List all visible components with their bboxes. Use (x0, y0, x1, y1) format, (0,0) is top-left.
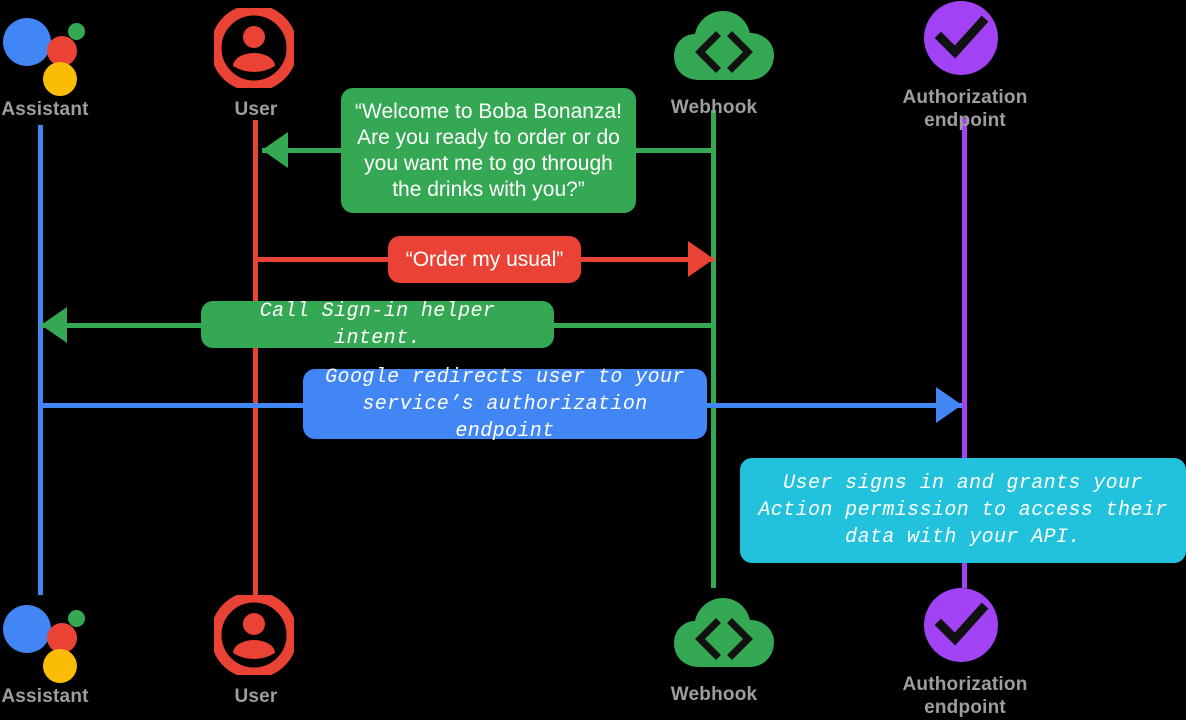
message-bubble-order: “Order my usual” (388, 236, 581, 283)
google-assistant-icon (3, 8, 87, 96)
assistant-dot-green (68, 610, 85, 627)
actor-label-webhook: Webhook (670, 684, 758, 705)
google-assistant-icon (3, 595, 87, 683)
arrowhead-welcome (262, 132, 288, 168)
lifeline-auth (962, 118, 967, 588)
assistant-dot-red (47, 36, 77, 66)
actor-label-user: User (234, 99, 278, 120)
actor-assistant-top: Assistant (0, 8, 145, 121)
assistant-dot-blue (3, 605, 51, 653)
actor-assistant-bottom: Assistant (0, 595, 145, 708)
cloud-code-icon (672, 595, 774, 671)
lifeline-assistant (38, 125, 43, 595)
assistant-dot-yellow (43, 649, 77, 683)
assistant-dot-blue (3, 18, 51, 66)
check-circle-icon (923, 0, 1007, 76)
arrowhead-signin (41, 307, 67, 343)
actor-webhook-top: Webhook (614, 8, 814, 119)
actor-label-assistant: Assistant (1, 99, 89, 120)
message-bubble-welcome: “Welcome to Boba Bonanza! Are you ready … (341, 88, 636, 213)
user-avatar-icon (214, 8, 298, 92)
actor-label-user: User (234, 686, 278, 707)
actor-webhook-bottom: Webhook (614, 595, 814, 706)
message-bubble-signin: Call Sign-in helper intent. (201, 300, 554, 350)
actor-auth-top: Authorization endpoint (865, 0, 1065, 132)
message-bubble-redirect: Google redirects user to your service’s … (303, 366, 707, 443)
user-avatar-icon (214, 595, 298, 679)
actor-label-assistant: Assistant (1, 686, 89, 707)
actor-auth-bottom: Authorization endpoint (865, 587, 1065, 719)
actor-user-bottom: User (156, 595, 356, 708)
cloud-code-icon (672, 8, 774, 84)
actor-label-webhook: Webhook (670, 97, 758, 118)
assistant-dot-yellow (43, 62, 77, 96)
arrowhead-redirect (936, 387, 962, 423)
assistant-dot-red (47, 623, 77, 653)
lifeline-webhook (711, 110, 716, 588)
check-circle-icon (923, 587, 1007, 663)
actor-label-auth: Authorization endpoint (902, 87, 1028, 131)
lifeline-user (253, 120, 258, 598)
message-bubble-grant: User signs in and grants your Action per… (740, 458, 1186, 563)
arrowhead-order (688, 241, 714, 277)
assistant-dot-green (68, 23, 85, 40)
actor-user-top: User (156, 8, 356, 121)
actor-label-auth: Authorization endpoint (902, 674, 1028, 718)
